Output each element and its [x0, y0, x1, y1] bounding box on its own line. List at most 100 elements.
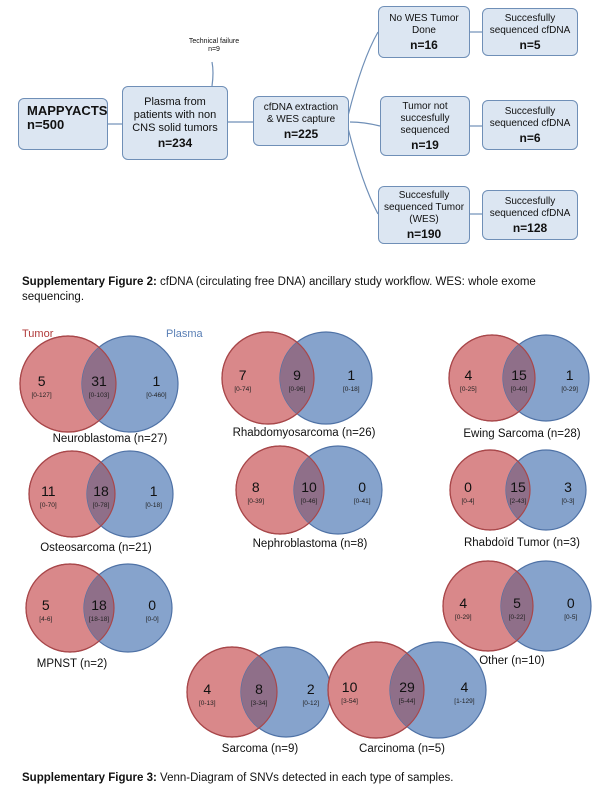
tumor-outline	[442, 560, 534, 652]
venn-4: 11 [0-70] 18 [0-78] 1 [0-18] Osteosarcoma (n=2…	[28, 450, 174, 554]
venn-both-value: 15	[510, 479, 526, 495]
venn-plasma-range: [0-18]	[145, 502, 162, 509]
venn-plasma-range: [0-12]	[302, 700, 319, 707]
venn-tumor-range: [0-127]	[31, 392, 51, 399]
venn-tumor-range: [0-4]	[461, 498, 474, 505]
box-mappyacts-count: n=500	[27, 117, 65, 132]
box-not-sequenced: Tumor not succesfully sequenced n=19	[380, 96, 470, 156]
venn-tumor-value: 5	[38, 373, 46, 389]
technical-failure-note: Technical failure n=9	[174, 38, 254, 54]
venn-tumor-range: [4-6]	[39, 616, 52, 623]
caption-figure-3: Supplementary Figure 3: Venn-Diagram of …	[22, 771, 582, 786]
box-no-wes-label: No WES Tumor Done	[389, 13, 459, 36]
venn-plasma-value: 0	[148, 597, 156, 613]
tumor-outline	[19, 335, 117, 433]
venn-label: Rhabdoïd Tumor (n=3)	[464, 537, 580, 549]
box-cfdna-128-count: n=128	[512, 221, 548, 235]
box-not-sequenced-count: n=19	[411, 138, 439, 152]
venn-plasma-value: 0	[567, 595, 575, 611]
venn-8: 4[0-29]5[0-22]0[0-5]Other (n=10)	[442, 560, 592, 667]
venn-tumor-range: [0-74]	[234, 386, 251, 393]
tumor-outline	[221, 331, 315, 425]
tumor-outline	[448, 334, 536, 422]
box-sequenced-tumor-label: Succesfully sequenced Tumor (WES)	[383, 190, 465, 225]
box-cfdna-5: Succesfully sequenced cfDNA n=5	[482, 8, 578, 56]
technical-failure-count: n=9	[208, 46, 220, 53]
connector-cfdna-nowes	[347, 31, 379, 117]
venn-label: Sarcoma (n=9)	[222, 743, 299, 755]
legend-plasma: Plasma	[166, 328, 204, 340]
tumor-outline	[28, 450, 116, 538]
overlap-region	[84, 564, 114, 652]
venn-tumor-range: [3-54]	[341, 698, 358, 705]
venn-tumor-range: [0-25]	[460, 386, 477, 393]
venn-tumor-value: 4	[464, 367, 472, 383]
venn-tumor-value: 0	[464, 479, 472, 495]
venn-plasma-range: [0-460]	[146, 392, 166, 399]
venn-tumor-range: [0-70]	[40, 502, 57, 509]
venn-label: Ewing Sarcoma (n=28)	[463, 428, 580, 440]
box-cfdna-5-count: n=5	[519, 38, 541, 52]
caption-figure-2: Supplementary Figure 2: cfDNA (circulati…	[22, 275, 582, 305]
box-plasma-label: Plasma from patients with non CNS solid …	[132, 96, 218, 134]
venn-plasma-value: 1	[566, 367, 574, 383]
box-sequenced-tumor-count: n=190	[406, 227, 442, 241]
venn-plasma-value: 2	[307, 681, 315, 697]
venn-plasma-value: 1	[150, 483, 158, 499]
venn-both-range: [0-46]	[301, 498, 318, 505]
legend-tumor: Tumor	[22, 328, 54, 340]
venn-plasma-value: 1	[153, 373, 161, 389]
overlap-region	[501, 561, 533, 651]
box-cfdna-128-label: Succesfully sequenced cfDNA	[489, 196, 571, 219]
overlap-region	[280, 332, 314, 424]
venn-7: 5[4-6]18[18-18]0[0-0]MPNST (n=2)	[25, 563, 173, 670]
box-cfdna-5-label: Succesfully sequenced cfDNA	[489, 13, 571, 36]
venn-tumor-value: 7	[239, 367, 247, 383]
venn-both-range: [0-40]	[511, 386, 528, 393]
venn-2: 7[0-74]9[0-96]1[0-18]Rhabdomyosarcoma (n…	[221, 331, 376, 439]
box-plasma-count: n=234	[157, 136, 193, 150]
box-cfdna: cfDNA extraction & WES capture n=225	[253, 96, 349, 146]
venn-plasma-value: 1	[347, 367, 355, 383]
venn-both-range: [0-78]	[93, 502, 110, 509]
venn-tumor-value: 11	[41, 483, 56, 499]
venn-plasma-range: [0-18]	[343, 386, 360, 393]
tumor-outline	[449, 449, 531, 531]
overlap-region	[390, 642, 424, 738]
venn-9: 4[0-13]8[3-34]2[0-12]Sarcoma (n=9)	[186, 646, 332, 755]
venn-both-range: [0-103]	[89, 392, 109, 399]
venn-label: Neuroblastoma (n=27)	[53, 433, 168, 445]
venn-plasma-range: [0-3]	[561, 498, 574, 505]
workflow-flowchart: MAPPYACTS n=500 Plasma from patients wit…	[0, 0, 600, 260]
tumor-outline	[25, 563, 115, 653]
venn-tumor-value: 8	[252, 479, 260, 495]
box-cfdna-count: n=225	[283, 127, 319, 141]
overlap-region	[82, 336, 116, 432]
venn-tumor-value: 5	[42, 597, 50, 613]
venn-tumor-value: 10	[342, 679, 358, 695]
venn-both-range: [18-18]	[89, 616, 109, 623]
venn-plasma-range: [0-29]	[561, 386, 578, 393]
venn-3: 4 [0-25] 15 [0-40] 1 [0-29] Ewing Sarcoma (n=2…	[448, 334, 590, 440]
box-mappyacts-label: MAPPYACTS	[27, 103, 108, 118]
venn-label: Osteosarcoma (n=21)	[40, 542, 152, 554]
caption-figure-2-title: Supplementary Figure 2:	[22, 276, 157, 288]
caption-figure-3-text: Venn-Diagram of SNVs detected in each ty…	[156, 772, 454, 784]
box-no-wes-count: n=16	[410, 38, 438, 52]
venn-label: Carcinoma (n=5)	[359, 743, 445, 755]
venn-both-value: 15	[511, 367, 527, 383]
venn-both-value: 10	[301, 479, 317, 495]
venn-both-value: 8	[255, 681, 263, 697]
venn-both-range: [3-34]	[251, 700, 268, 707]
venn-plasma-range: [0-0]	[146, 616, 159, 623]
connector-technical-failure	[211, 61, 214, 87]
connector-cfdna-seqtumor	[347, 127, 379, 215]
venn-both-value: 9	[293, 367, 301, 383]
overlap-region	[503, 335, 535, 421]
connector-cfdna-notseq	[349, 121, 381, 127]
technical-failure-label: Technical failure	[188, 38, 240, 45]
venn-tumor-range: [0-29]	[455, 614, 472, 621]
venn-plasma-value: 0	[358, 479, 366, 495]
venn-both-value: 18	[93, 483, 109, 499]
